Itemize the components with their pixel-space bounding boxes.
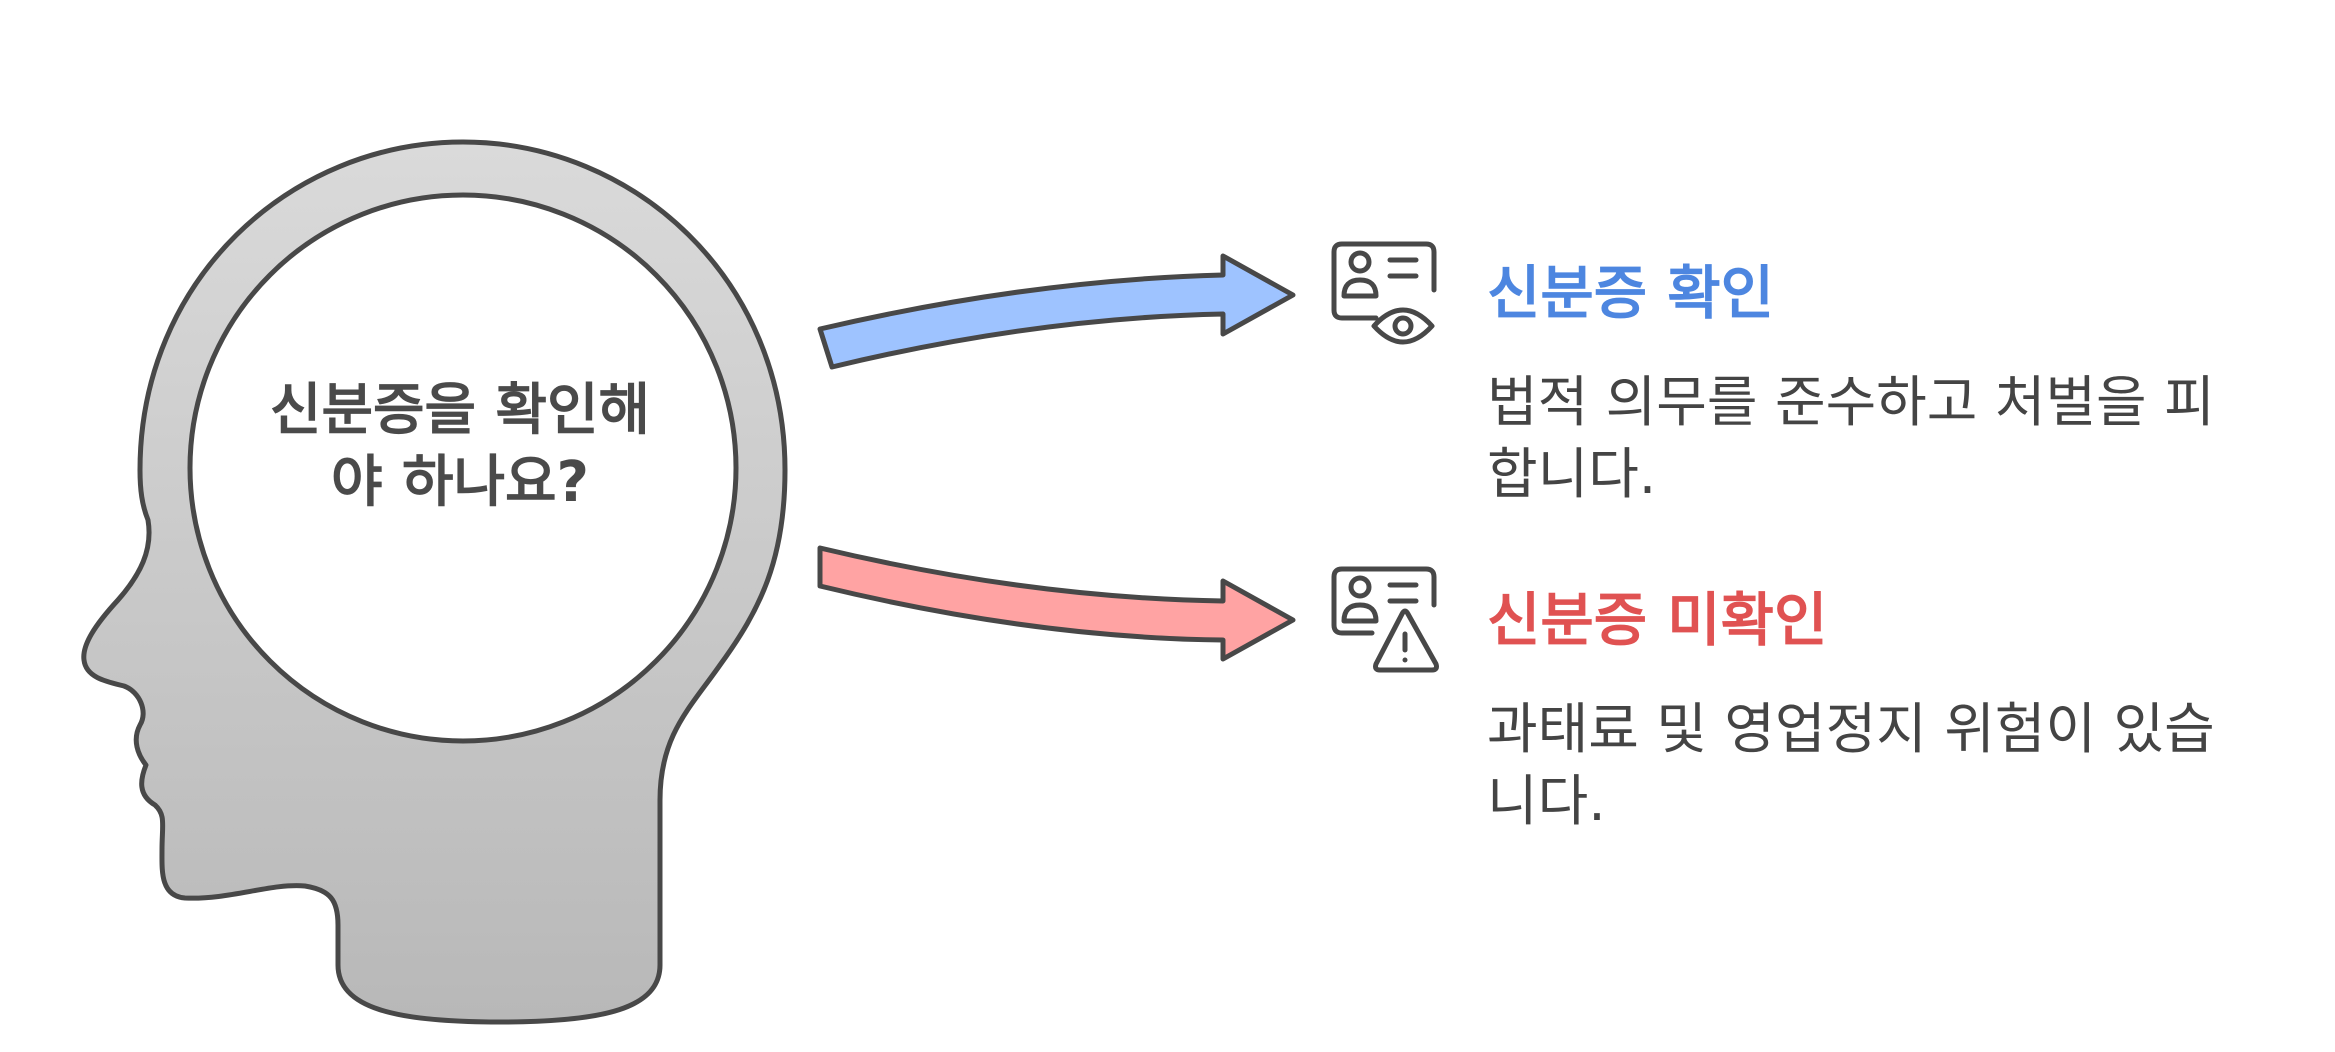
unconfirm-description-line-2: 니다. (1487, 765, 2277, 837)
id-card-warning-icon (1334, 569, 1437, 670)
unconfirm-description-line-1: 과태료 및 영업정지 위험이 있습 (1487, 693, 2277, 765)
confirm-description-line-1: 법적 의무를 준수하고 처벌을 피 (1487, 366, 2277, 438)
id-card-eye-icon (1334, 244, 1434, 342)
confirm-arrow (820, 256, 1293, 367)
confirm-description-line-2: 합니다. (1487, 438, 2277, 510)
head-question: 신분증을 확인해 야 하나요? (190, 375, 730, 519)
confirm-description: 법적 의무를 준수하고 처벌을 피 합니다. (1487, 366, 2277, 510)
question-line-2: 야 하나요? (190, 447, 730, 519)
unconfirm-arrow (820, 548, 1293, 659)
question-line-1: 신분증을 확인해 (190, 375, 730, 447)
unconfirm-title: 신분증 미확인 (1487, 585, 1827, 655)
confirm-title: 신분증 확인 (1487, 258, 1774, 328)
unconfirm-description: 과태료 및 영업정지 위험이 있습 니다. (1487, 693, 2277, 837)
